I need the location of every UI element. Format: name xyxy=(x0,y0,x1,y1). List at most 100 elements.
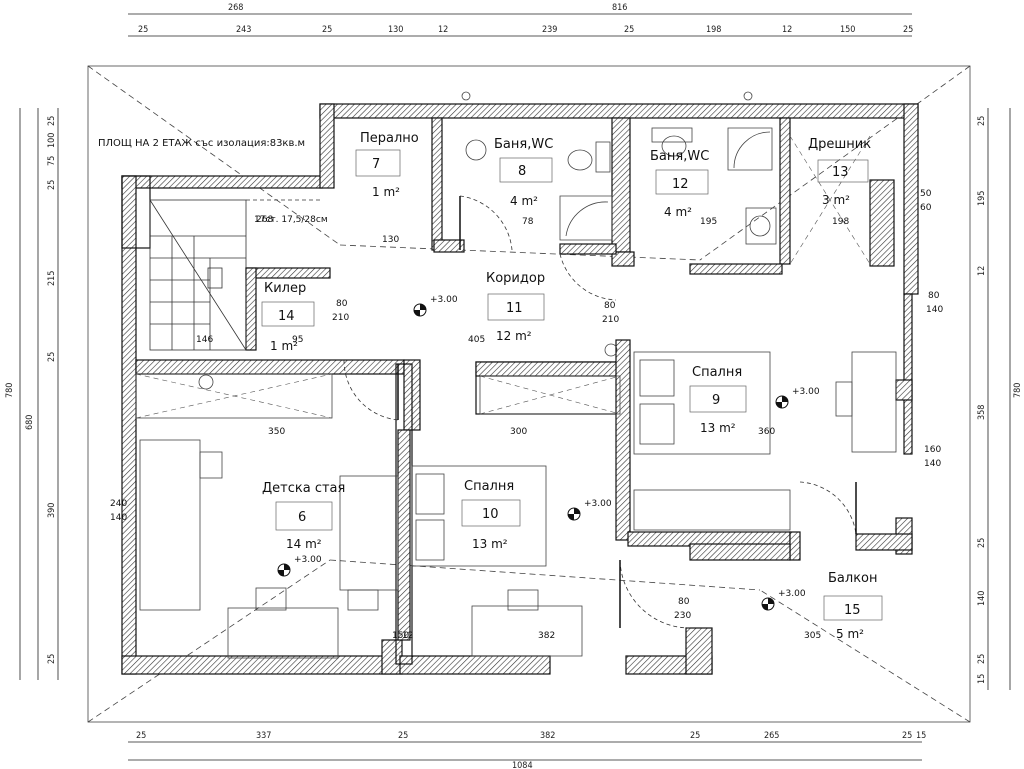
door-label-kiler-h: 210 xyxy=(332,313,349,323)
dim-right-inner: 140 xyxy=(977,591,987,606)
dim-top-inner: 25 xyxy=(624,25,634,35)
furniture xyxy=(135,91,897,659)
level-marker-fill xyxy=(278,564,290,576)
level-marker-fill xyxy=(568,508,580,520)
level-marker-label: +3.00 xyxy=(792,387,820,397)
dim-right-inner: 15 xyxy=(977,674,987,684)
dim-bottom: 25 xyxy=(902,731,912,741)
room-8-number: 8 xyxy=(518,164,526,179)
dim-right-inner: 195 xyxy=(977,191,987,206)
door-swings xyxy=(343,195,857,629)
door-label-kiler-w: 80 xyxy=(336,299,348,309)
left-dimensions xyxy=(19,108,59,680)
room-14-area: 1 m² xyxy=(270,339,298,353)
inner-dim-13: 12 xyxy=(402,631,413,641)
dim-top-inner: 150 xyxy=(840,25,855,35)
room-11-number: 11 xyxy=(506,301,523,316)
room-7-number: 7 xyxy=(372,157,380,172)
room-11-area: 12 m² xyxy=(496,329,532,343)
door-leaves xyxy=(397,196,857,628)
room-13-name: Дрешник xyxy=(808,137,871,152)
dim-bottom: 25 xyxy=(690,731,700,741)
dim-bottom: 25 xyxy=(136,731,146,741)
walls xyxy=(121,103,919,675)
room-14-number: 14 xyxy=(278,309,295,324)
dim-top-inner: 243 xyxy=(236,25,251,35)
cross-lines xyxy=(135,135,871,419)
inner-dim-150: 198 xyxy=(832,217,849,227)
room-8-area: 4 m² xyxy=(510,194,538,208)
room-15-name: Балкон xyxy=(828,571,878,586)
dim-bottom: 382 xyxy=(540,731,555,741)
dim-bottom: 25 xyxy=(398,731,408,741)
dim-left-inner: 75 xyxy=(47,156,57,166)
inner-dim-382: 382 xyxy=(538,631,555,641)
window-label-right-w: 80 xyxy=(928,291,940,301)
room-7-name: Перално xyxy=(360,131,419,146)
dim-left-inner: 100 xyxy=(47,133,57,148)
room-10-area: 13 m² xyxy=(472,537,508,551)
door-label-balcony-w: 80 xyxy=(678,597,690,607)
staircase xyxy=(149,199,320,351)
dim-top-268: 268 xyxy=(228,3,243,13)
window-label-right2-h: 140 xyxy=(924,459,941,469)
right-dimensions xyxy=(987,108,1011,690)
room-14-name: Килер xyxy=(264,281,306,296)
dim-left-780: 780 xyxy=(5,383,15,398)
room-9-number: 9 xyxy=(712,393,720,408)
level-marker-label: +3.00 xyxy=(584,499,612,509)
room-11-name: Коридор xyxy=(486,271,545,286)
dim-bottom: 265 xyxy=(764,731,779,741)
inner-dim-239: 78 xyxy=(522,217,534,227)
inner-dim-146: 146 xyxy=(196,335,213,345)
top-dimensions xyxy=(128,13,912,37)
level-marker-label: +3.00 xyxy=(778,589,806,599)
dim-top-inner: 25 xyxy=(322,25,332,35)
room-15-area: 5 m² xyxy=(836,627,864,641)
room-6-number: 6 xyxy=(298,510,306,525)
room-10-number: 10 xyxy=(482,507,499,522)
roof-outline xyxy=(87,65,971,723)
level-marks: +3.00+3.00+3.00+3.00+3.00 xyxy=(277,295,820,611)
inner-dim-130: 130 xyxy=(382,235,399,245)
dim-top-816: 816 xyxy=(612,3,627,13)
room-13-number: 13 xyxy=(832,165,849,180)
dim-left-680: 680 xyxy=(25,415,35,430)
room-10-name: Спалня xyxy=(464,479,514,494)
door-label-bath-h: 210 xyxy=(602,315,619,325)
dim-right-inner: 12 xyxy=(977,266,987,276)
window-label-right-h: 140 xyxy=(926,305,943,315)
door-labels: 80 210 80 210 80 230 80 140 160 140 240 … xyxy=(110,189,943,621)
room-13-area: 3 m² xyxy=(822,193,850,207)
dim-bottom: 337 xyxy=(256,731,271,741)
dim-top-inner: 12 xyxy=(438,25,448,35)
window-label-top-h: 60 xyxy=(920,203,932,213)
dim-top-inner: 25 xyxy=(903,25,913,35)
inner-dim-360: 360 xyxy=(758,427,775,437)
interior-dimensions: 350 300 360 382 305 405 146 130 95 268 7… xyxy=(196,215,849,641)
dim-left-inner: 25 xyxy=(47,180,57,190)
window-label-left-h: 140 xyxy=(110,513,127,523)
inner-dim-405: 405 xyxy=(468,335,485,345)
level-marker-fill xyxy=(776,396,788,408)
door-label-balcony-h: 230 xyxy=(674,611,691,621)
dim-left-inner: 25 xyxy=(47,116,57,126)
dim-top-inner: 130 xyxy=(388,25,403,35)
window-label-left-w: 240 xyxy=(110,499,127,509)
room-12-name: Баня,WC xyxy=(650,149,709,164)
dim-left-inner: 215 xyxy=(47,271,57,286)
floor-area-note: ПЛОЩ НА 2 ЕТАЖ със изолация:83кв.м xyxy=(98,138,305,149)
inner-dim-12: 150 xyxy=(392,631,409,641)
dim-left-inner: 390 xyxy=(47,503,57,518)
inner-dim-305: 305 xyxy=(804,631,821,641)
inner-dim-198: 195 xyxy=(700,217,717,227)
room-labels: Перално 7 1 m² Баня,WC 8 4 m² Баня,WC 12… xyxy=(261,131,883,641)
room-15-number: 15 xyxy=(844,603,861,618)
dim-right-inner: 358 xyxy=(977,405,987,420)
level-marker-label: +3.00 xyxy=(430,295,458,305)
inner-dim-268: 268 xyxy=(256,215,273,225)
dim-top-inner: 12 xyxy=(782,25,792,35)
window-label-top-w: 50 xyxy=(920,189,932,199)
bottom-dimensions xyxy=(128,741,922,761)
room-6-area: 14 m² xyxy=(286,537,322,551)
